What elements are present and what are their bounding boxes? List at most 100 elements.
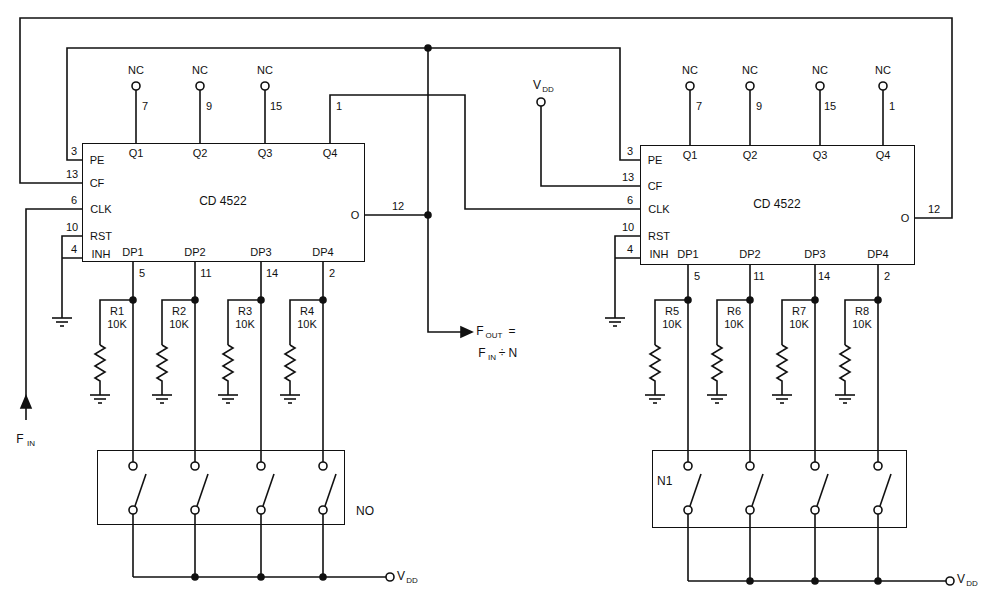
resistor-value: 10K (662, 318, 682, 330)
terminal (261, 82, 269, 90)
signal-label: Q2 (193, 147, 208, 159)
pin-number: 4 (627, 243, 633, 255)
switch-symbol (191, 450, 208, 514)
terminal (686, 82, 694, 90)
ground-symbol (605, 318, 625, 326)
wire (20, 18, 952, 218)
junction-dot (320, 574, 326, 580)
no-connect-label: NC (192, 64, 208, 76)
pin-lead (264, 90, 266, 143)
resistor-value: CLK (90, 203, 111, 215)
resistor-name: R4 (300, 305, 314, 317)
pin-lead (749, 90, 751, 145)
junction-dot (812, 578, 818, 584)
resistor-value: 10K (297, 318, 317, 330)
pin-number: 3 (71, 145, 77, 157)
signal-label: Q2 (743, 149, 758, 161)
pin-number: 15 (824, 100, 836, 112)
switch-symbol (257, 450, 274, 514)
wire (717, 300, 750, 345)
terminal (196, 82, 204, 90)
wire (688, 514, 946, 581)
signal-label: DP1 (122, 246, 143, 258)
junction-dot (875, 578, 881, 584)
signal-label: Q4 (323, 147, 338, 159)
terminal (879, 82, 887, 90)
pin-number: 3 (627, 145, 633, 157)
arrowhead (21, 396, 31, 408)
pin-number: 12 (392, 200, 404, 212)
wire (322, 262, 324, 450)
signal-label: DP2 (739, 248, 760, 260)
wire (749, 265, 751, 450)
ground-symbol (52, 318, 72, 326)
pin-number: 13 (622, 171, 634, 183)
signal-label: Q4 (876, 149, 891, 161)
pin-number: 2 (884, 270, 890, 282)
signal-label: DD (406, 577, 418, 586)
chip-name: CD 4522 (753, 198, 800, 211)
resistor-value: 10K (852, 318, 872, 330)
wire (330, 95, 640, 209)
resistor-symbol (218, 345, 238, 403)
no-connect-label: NC (257, 64, 273, 76)
resistor-name: R2 (172, 305, 186, 317)
resistor-value: 10K (169, 318, 189, 330)
signal-label: V (957, 573, 965, 586)
resistor-name: R8 (855, 305, 869, 317)
switch-symbol (746, 450, 763, 514)
signal-label: O (901, 212, 910, 224)
resistor-name: R5 (665, 305, 679, 317)
no-connect-label: NC (812, 64, 828, 76)
wire (541, 106, 640, 186)
resistor-name: R6 (727, 305, 741, 317)
terminal (537, 98, 545, 106)
pin-number: 7 (142, 100, 148, 112)
wire (655, 300, 688, 345)
junction-dot (747, 578, 753, 584)
pin-number: 6 (627, 194, 633, 206)
pin-number: 15 (270, 100, 282, 112)
arrowhead (461, 327, 472, 337)
signal-label: F (476, 325, 483, 338)
signal-label: OUT (486, 332, 503, 341)
resistor-value: 10K (724, 318, 744, 330)
switch-bank-label: N1 (657, 475, 672, 488)
signal-label: Q1 (683, 149, 698, 161)
switch-symbol (129, 450, 146, 514)
signal-label: O (351, 209, 360, 221)
wire (782, 300, 815, 345)
pin-number: 4 (71, 243, 77, 255)
pin-number: 1 (336, 100, 342, 112)
signal-label: DP4 (867, 248, 888, 260)
signal-label: ÷ N (499, 347, 518, 360)
pin-number: 5 (694, 270, 700, 282)
switch-bank: NO (97, 450, 345, 525)
no-connect-label: NC (682, 64, 698, 76)
wire (845, 300, 878, 345)
wire (814, 265, 816, 450)
signal-label: F (478, 347, 485, 360)
switch-bank: N1 (652, 450, 907, 528)
signal-label: DP2 (184, 246, 205, 258)
pin-lead (689, 90, 691, 145)
wire (428, 215, 462, 332)
signal-label: IN (27, 440, 35, 449)
signal-label: Q1 (129, 147, 144, 159)
signal-label: Q3 (258, 147, 273, 159)
ic-chip: CD 4522 (640, 145, 915, 265)
resistor-value: CLK (648, 203, 669, 215)
terminal (132, 82, 140, 90)
wire (365, 48, 640, 215)
terminal (386, 573, 394, 581)
pin-number: 10 (622, 221, 634, 233)
wire (100, 300, 133, 345)
signal-label: DP3 (804, 248, 825, 260)
pin-number: 14 (818, 270, 830, 282)
wire (132, 262, 134, 450)
resistor-symbol (772, 345, 792, 403)
